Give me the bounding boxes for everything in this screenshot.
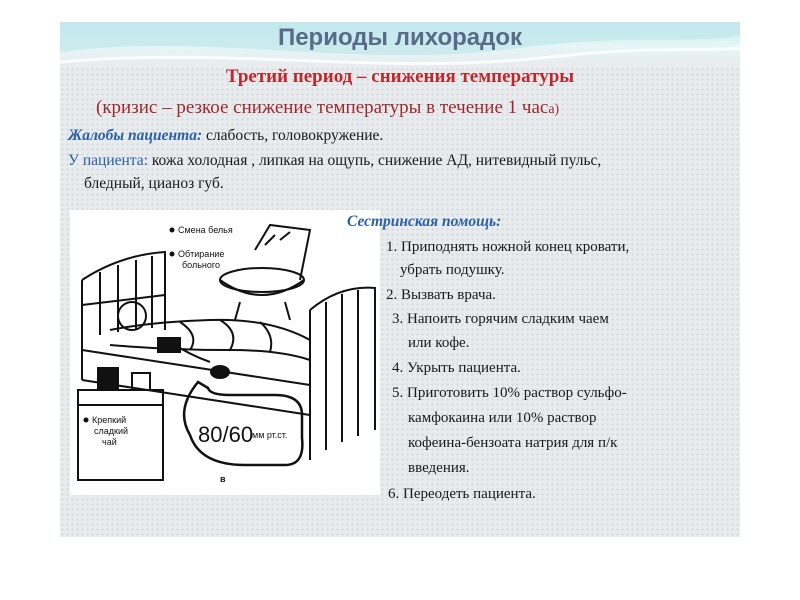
caption-tea-3: чай	[102, 437, 117, 447]
nursing-step: 4. Укрыть пациента.	[392, 360, 521, 376]
caption-tea-2: сладкий	[94, 426, 128, 436]
patient-label: У пациента:	[68, 152, 148, 169]
bp-value: 80/60	[198, 422, 253, 447]
patient-line-2: бледный, цианоз губ.	[84, 175, 224, 192]
caption-wipe-1: Обтирание	[178, 249, 224, 259]
nursing-step: или кофе.	[408, 335, 470, 351]
nursing-step: 5. Приготовить 10% раствор сульфо-	[392, 385, 627, 401]
caption-tea-1: Крепкий	[92, 415, 126, 425]
bp-unit: мм рт.ст.	[252, 430, 287, 440]
nursing-step: 2. Вызвать врача.	[386, 287, 496, 303]
patient-text-1: кожа холодная , липкая на ощупь, снижени…	[147, 152, 602, 169]
nursing-step: убрать подушку.	[400, 262, 505, 278]
nursing-help-title: Сестринская помощь:	[347, 213, 502, 230]
nursing-step: введения.	[408, 460, 470, 476]
page-title: Периоды лихорадок	[277, 24, 523, 51]
patient-line-1: У пациента: кожа холодная , липкая на ощ…	[68, 149, 601, 172]
patient-illustration: Смена белья Обтирание больного Крепкий с…	[70, 210, 380, 495]
complaints-text: слабость, головокружение.	[202, 127, 384, 144]
crisis-note: (кризис – резкое снижение температуры в …	[96, 97, 559, 119]
complaints-label: Жалобы пациента:	[68, 127, 203, 144]
bed-drawing: Смена белья Обтирание больного Крепкий с…	[77, 223, 376, 484]
crisis-text: (кризис – резкое снижение температуры в …	[96, 97, 549, 118]
nursing-step: камфокаина или 10% раствор	[408, 410, 597, 426]
period-heading: Третий период – снижения температуры	[225, 66, 575, 87]
nursing-step: 6. Переодеть пациента.	[388, 486, 536, 502]
nursing-step: кофеина-бензоата натрия для п/к	[408, 435, 618, 451]
header-swoosh	[60, 22, 740, 66]
nursing-step: 1. Приподнять ножной конец кровати,	[386, 239, 630, 255]
complaints-line: Жалобы пациента: слабость, головокружени…	[68, 124, 383, 147]
nursing-step: 3. Напоить горячим сладким чаем	[392, 311, 609, 327]
figure-letter: в	[220, 474, 226, 484]
crisis-tail: а)	[548, 102, 560, 117]
caption-wipe-2: больного	[182, 260, 220, 270]
caption-linen: Смена белья	[178, 225, 233, 235]
